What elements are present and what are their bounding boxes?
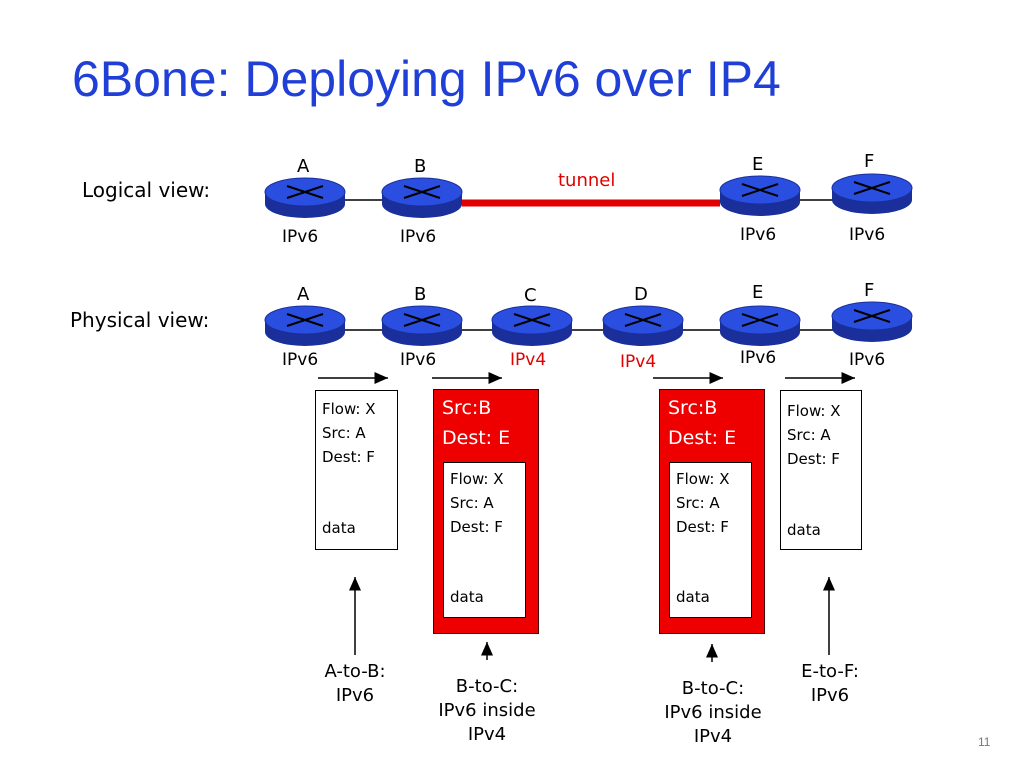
router-name: B bbox=[414, 156, 427, 177]
router-icon bbox=[491, 305, 573, 346]
packet-dest: Dest: F bbox=[676, 518, 729, 536]
ipv4-encapsulated-packet: Src:B Dest: E Flow: X Src: A Dest: F dat… bbox=[433, 389, 539, 634]
network-label: IPv6 bbox=[400, 350, 437, 370]
inner-ipv6-packet: Flow: X Src: A Dest: F data bbox=[669, 462, 752, 618]
caption-line: IPv6 inside bbox=[664, 702, 762, 723]
network-label: IPv6 bbox=[849, 225, 886, 245]
packet-flow: Flow: X bbox=[787, 402, 841, 420]
router-icon bbox=[831, 301, 913, 342]
packet-data: data bbox=[322, 519, 356, 537]
packet-dest: Dest: F bbox=[450, 518, 503, 536]
router-icon bbox=[831, 173, 913, 214]
ipv4-encapsulated-packet: Src:B Dest: E Flow: X Src: A Dest: F dat… bbox=[659, 389, 765, 634]
router-icon bbox=[264, 305, 346, 346]
caption-a-to-b: A-to-B: IPv6 bbox=[305, 660, 405, 708]
router-name: E bbox=[752, 154, 764, 175]
network-label: IPv6 bbox=[740, 225, 777, 245]
caption-e-to-f: E-to-F: IPv6 bbox=[780, 660, 880, 708]
packet-data: data bbox=[676, 588, 710, 606]
router-name: D bbox=[634, 284, 648, 305]
caption-line: E-to-F: bbox=[801, 661, 859, 682]
router-icon bbox=[602, 305, 684, 346]
packet-dest: Dest: F bbox=[322, 448, 375, 466]
router-name: A bbox=[297, 156, 310, 177]
network-label: IPv6 bbox=[849, 350, 886, 370]
packet-data: data bbox=[450, 588, 484, 606]
packet-data: data bbox=[787, 521, 821, 539]
router-name: B bbox=[414, 284, 427, 305]
network-label: IPv6 bbox=[282, 227, 319, 247]
router-name: F bbox=[864, 151, 875, 172]
slide-title: 6Bone: Deploying IPv6 over IP4 bbox=[72, 51, 781, 107]
inner-ipv6-packet: Flow: X Src: A Dest: F data bbox=[443, 462, 526, 618]
caption-line: IPv4 bbox=[467, 724, 507, 745]
caption-b-to-c: B-to-C: IPv6 inside IPv4 bbox=[420, 675, 554, 747]
caption-line: A-to-B: bbox=[324, 661, 386, 682]
network-label: IPv6 bbox=[282, 350, 319, 370]
packet-src: Src: A bbox=[322, 424, 366, 442]
router-icon bbox=[381, 305, 463, 346]
packet-flow: Flow: X bbox=[450, 470, 504, 488]
router-icon bbox=[264, 177, 346, 218]
outer-dest: Dest: E bbox=[442, 427, 511, 449]
network-label: IPv6 bbox=[400, 227, 437, 247]
network-label-ipv4: IPv4 bbox=[620, 352, 657, 372]
packet-src: Src: A bbox=[676, 494, 720, 512]
router-icon bbox=[719, 305, 801, 346]
caption-b-to-c: B-to-C: IPv6 inside IPv4 bbox=[646, 677, 780, 749]
ipv6-packet: Flow: X Src: A Dest: F data bbox=[315, 390, 398, 550]
packet-src: Src: A bbox=[787, 426, 831, 444]
physical-view-label: Physical view: bbox=[70, 308, 210, 332]
caption-line: IPv6 inside bbox=[438, 700, 536, 721]
packet-dest: Dest: F bbox=[787, 450, 840, 468]
outer-src: Src:B bbox=[442, 397, 492, 419]
router-name: E bbox=[752, 282, 764, 303]
caption-line: B-to-C: bbox=[681, 678, 745, 699]
packet-src: Src: A bbox=[450, 494, 494, 512]
ipv6-packet: Flow: X Src: A Dest: F data bbox=[780, 390, 862, 550]
packet-flow: Flow: X bbox=[322, 400, 376, 418]
caption-line: IPv6 bbox=[810, 685, 850, 706]
slide-number: 11 bbox=[978, 735, 991, 749]
outer-src: Src:B bbox=[668, 397, 718, 419]
router-icon bbox=[719, 175, 801, 216]
caption-line: IPv6 bbox=[335, 685, 375, 706]
router-name: C bbox=[524, 285, 537, 306]
outer-dest: Dest: E bbox=[668, 427, 737, 449]
network-label: IPv6 bbox=[740, 348, 777, 368]
network-label-ipv4: IPv4 bbox=[510, 350, 547, 370]
caption-line: IPv4 bbox=[693, 726, 733, 747]
caption-line: B-to-C: bbox=[455, 676, 519, 697]
tunnel-label: tunnel bbox=[558, 170, 616, 191]
router-icon bbox=[381, 177, 463, 218]
packet-flow: Flow: X bbox=[676, 470, 730, 488]
router-name: A bbox=[297, 284, 310, 305]
logical-view-label: Logical view: bbox=[82, 178, 211, 202]
router-name: F bbox=[864, 280, 875, 301]
